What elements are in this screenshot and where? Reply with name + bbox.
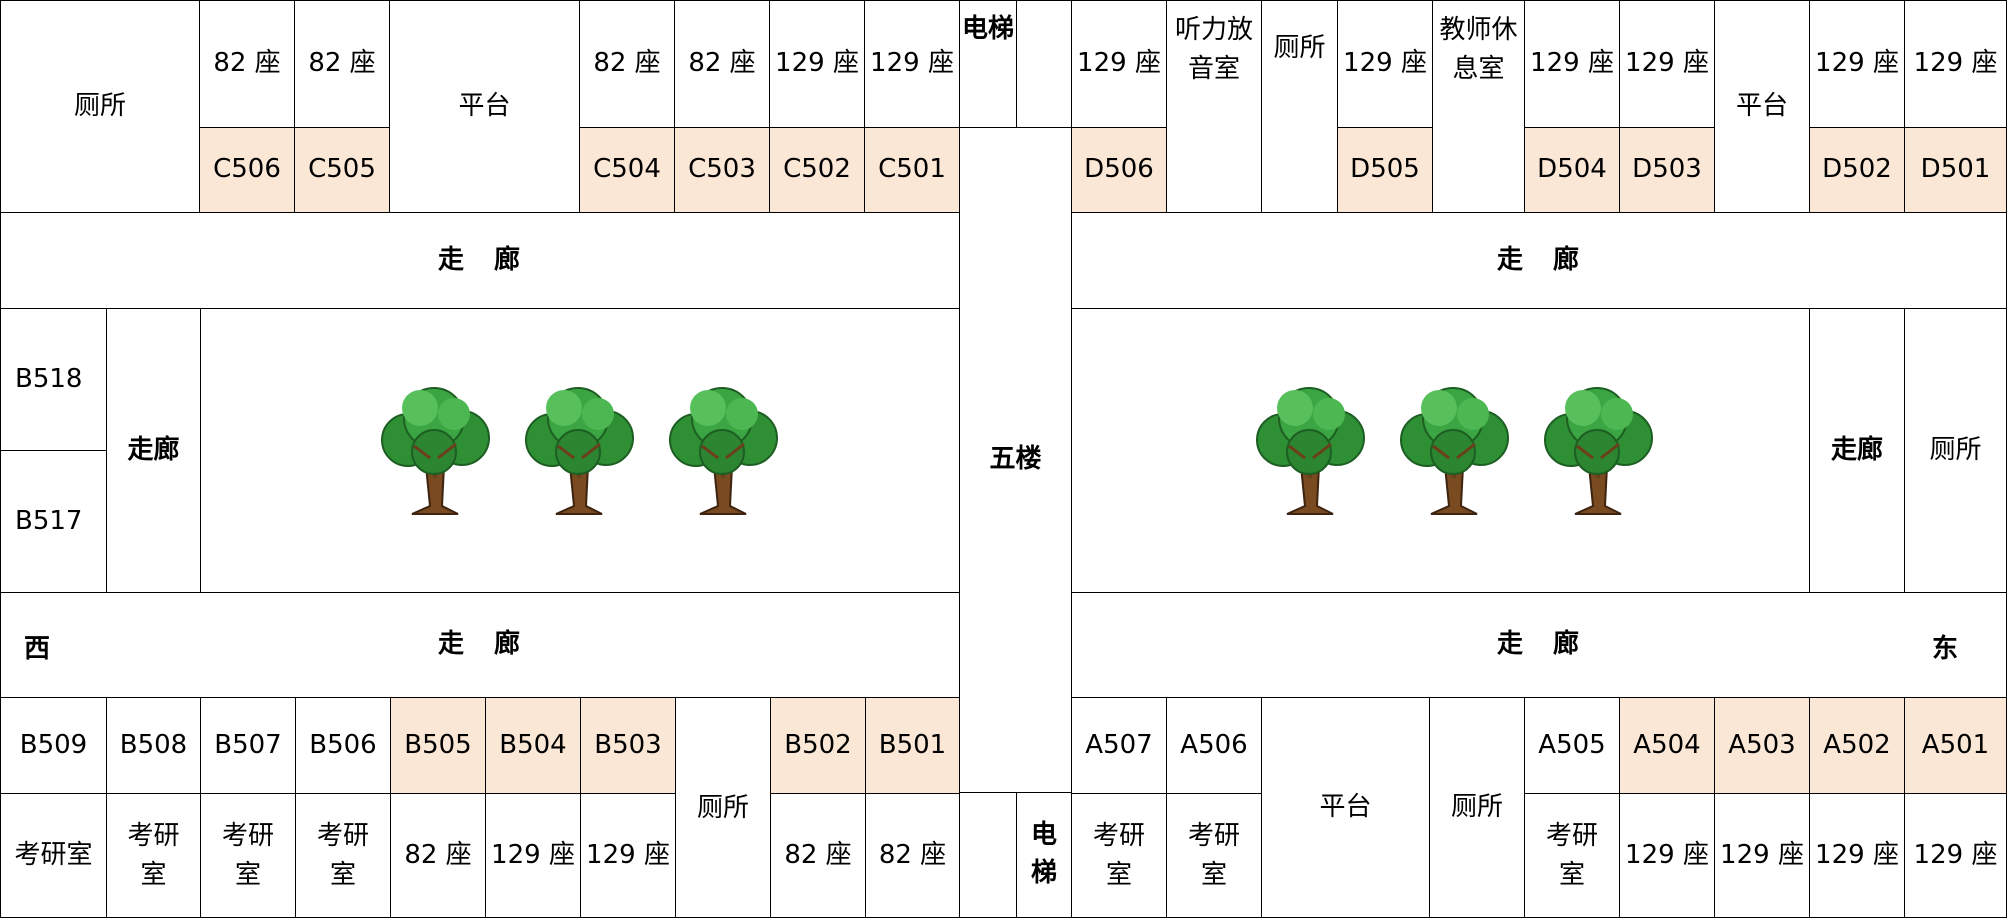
- b507-use: 考研室: [200, 793, 296, 918]
- room-a501: A501: [1904, 697, 2007, 794]
- b502-use: 82 座: [770, 793, 866, 918]
- room-b502: B502: [770, 697, 866, 794]
- south-east-corridor: 走 廊: [1071, 592, 2007, 698]
- d501-seats: 129 座: [1904, 0, 2007, 128]
- room-d503: D503: [1619, 127, 1715, 213]
- d505-seats: 129 座: [1337, 0, 1433, 128]
- teacher-lounge: 教师休息室: [1432, 0, 1525, 213]
- a503-use: 129 座: [1714, 793, 1810, 918]
- room-a505: A505: [1524, 697, 1620, 794]
- listening-room: 听力放音室: [1166, 0, 1262, 213]
- c501-seats: 129 座: [864, 0, 960, 128]
- a-wing-restroom: 厕所: [1429, 697, 1525, 918]
- room-b509: B509: [0, 697, 107, 794]
- room-a502: A502: [1809, 697, 1905, 794]
- tree-icon: [514, 378, 644, 518]
- room-c506: C506: [199, 127, 295, 213]
- south-west-corridor: 走 廊: [0, 592, 960, 698]
- room-b518: B518: [0, 308, 107, 451]
- east-direction-label: 东: [1932, 634, 1959, 664]
- floor-label: 五楼: [959, 127, 1072, 793]
- room-b506: B506: [295, 697, 391, 794]
- room-c501: C501: [864, 127, 960, 213]
- a501-use: 129 座: [1904, 793, 2007, 918]
- tree-icon: [1245, 378, 1375, 518]
- d506-seats: 129 座: [1071, 0, 1167, 128]
- room-a506: A506: [1166, 697, 1262, 794]
- c503-seats: 82 座: [674, 0, 770, 128]
- west-tree-group: [370, 378, 788, 518]
- b504-use: 129 座: [485, 793, 581, 918]
- north-west-corridor: 走 廊: [0, 212, 960, 309]
- east-inner-corridor: 走廊: [1809, 308, 1905, 593]
- c502-seats: 129 座: [769, 0, 865, 128]
- room-a504: A504: [1619, 697, 1715, 794]
- a502-use: 129 座: [1809, 793, 1905, 918]
- room-c505: C505: [294, 127, 390, 213]
- c504-seats: 82 座: [579, 0, 675, 128]
- tree-icon: [658, 378, 788, 518]
- north-elevator: 电梯: [959, 0, 1017, 128]
- room-a503: A503: [1714, 697, 1810, 794]
- b503-use: 129 座: [580, 793, 676, 918]
- b-wing-restroom: 厕所: [675, 697, 771, 918]
- d503-seats: 129 座: [1619, 0, 1715, 128]
- a507-use: 考研室: [1071, 793, 1167, 918]
- b508-use: 考研室: [106, 793, 201, 918]
- d-wing-restroom: 厕所: [1261, 0, 1338, 213]
- a505-use: 考研室: [1524, 793, 1620, 918]
- d504-seats: 129 座: [1524, 0, 1620, 128]
- room-a507: A507: [1071, 697, 1167, 794]
- tree-icon: [370, 378, 500, 518]
- tree-icon: [1389, 378, 1519, 518]
- south-elevator: 电梯: [1016, 792, 1072, 918]
- c-wing-platform: 平台: [389, 0, 580, 213]
- room-b507: B507: [200, 697, 296, 794]
- west-inner-corridor: 走廊: [106, 308, 201, 593]
- room-d501: D501: [1904, 127, 2007, 213]
- a-wing-platform: 平台: [1261, 697, 1430, 918]
- tree-icon: [1533, 378, 1663, 518]
- c505-seats: 82 座: [294, 0, 390, 128]
- room-b504: B504: [485, 697, 581, 794]
- b505-use: 82 座: [390, 793, 486, 918]
- room-c502: C502: [769, 127, 865, 213]
- d502-seats: 129 座: [1809, 0, 1905, 128]
- a504-use: 129 座: [1619, 793, 1715, 918]
- room-d506: D506: [1071, 127, 1167, 213]
- room-b505: B505: [390, 697, 486, 794]
- b506-use: 考研室: [295, 793, 391, 918]
- north-elevator-shaft: [1016, 0, 1072, 128]
- a506-use: 考研室: [1166, 793, 1262, 918]
- room-d505: D505: [1337, 127, 1433, 213]
- c506-seats: 82 座: [199, 0, 295, 128]
- room-b503: B503: [580, 697, 676, 794]
- room-b508: B508: [106, 697, 201, 794]
- b509-use: 考研室: [0, 793, 107, 918]
- d-wing-platform: 平台: [1714, 0, 1810, 213]
- east-restroom: 厕所: [1904, 308, 2007, 593]
- west-direction-label: 西: [24, 634, 51, 664]
- room-b501: B501: [865, 697, 960, 794]
- north-east-corridor: 走 廊: [1071, 212, 2007, 309]
- b501-use: 82 座: [865, 793, 960, 918]
- east-tree-group: [1245, 378, 1663, 518]
- room-d502: D502: [1809, 127, 1905, 213]
- south-elevator-shaft: [959, 792, 1017, 918]
- room-c503: C503: [674, 127, 770, 213]
- room-d504: D504: [1524, 127, 1620, 213]
- room-b517: B517: [0, 450, 107, 593]
- room-c504: C504: [579, 127, 675, 213]
- c-wing-restroom: 厕所: [0, 0, 200, 213]
